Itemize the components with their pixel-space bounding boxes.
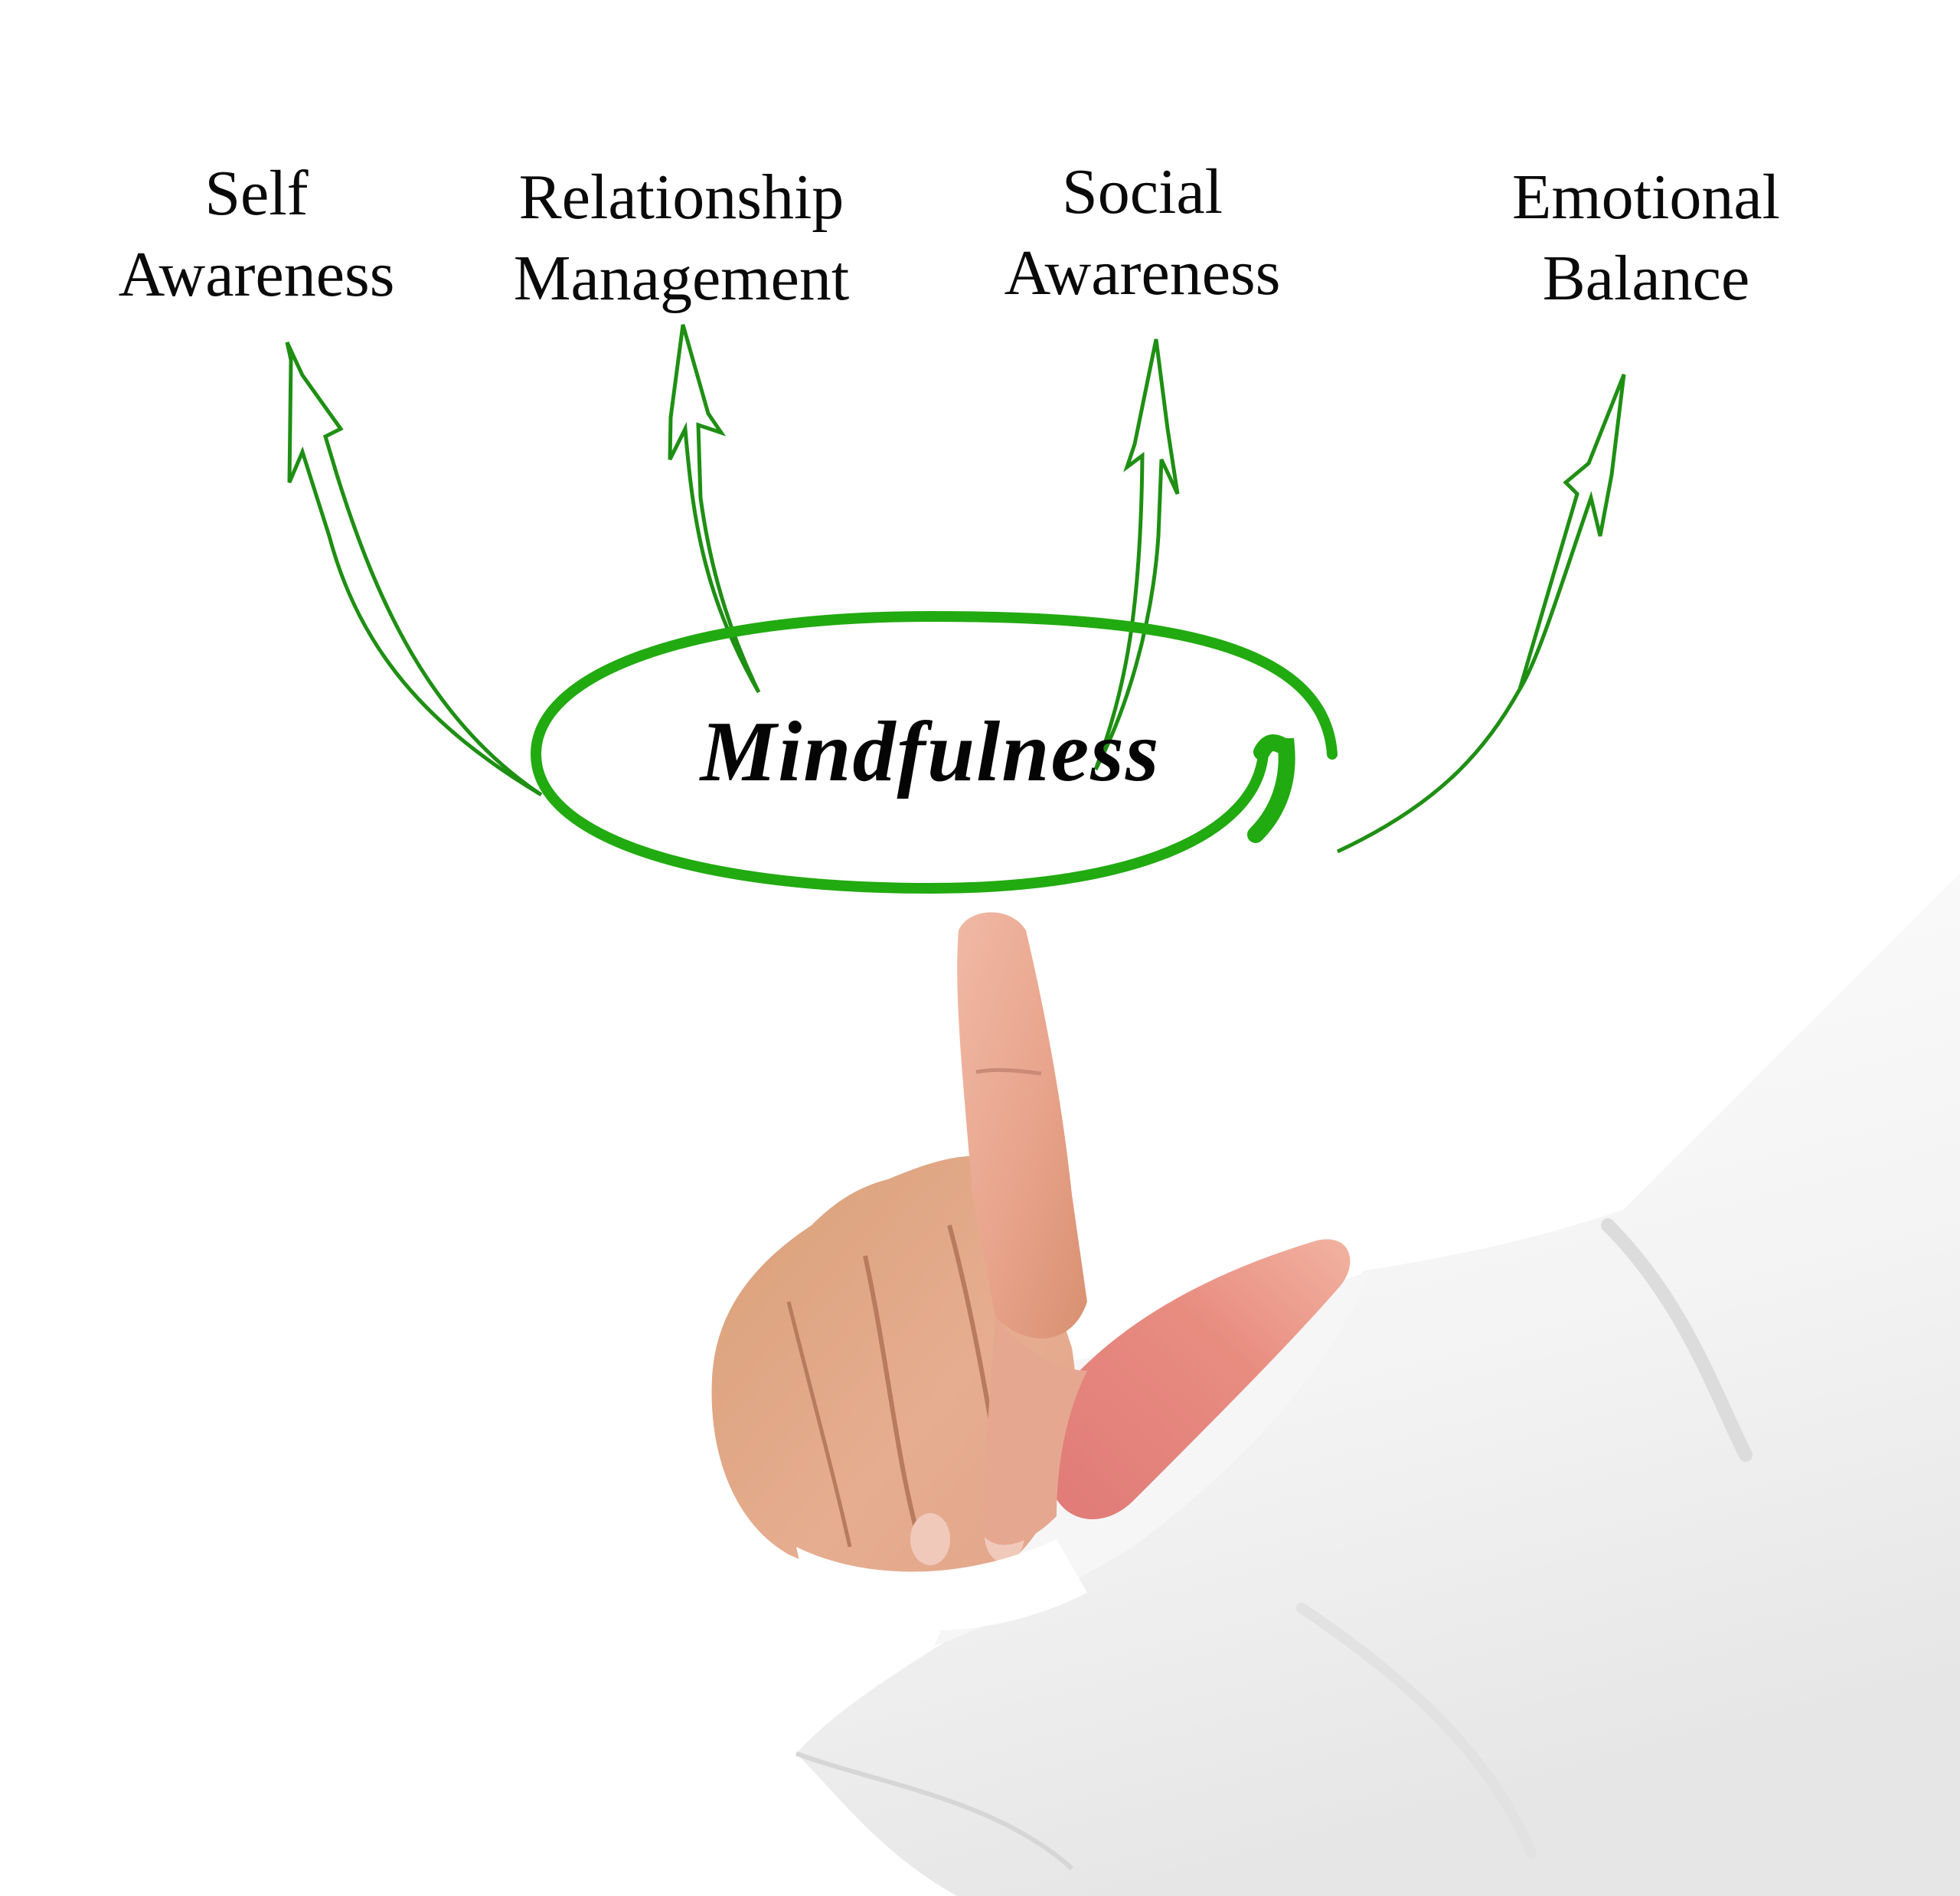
label-line: Awareness	[1004, 237, 1281, 309]
mindfulness-ellipse-icon	[530, 610, 1338, 894]
label-self-awareness: Self Awareness	[119, 153, 395, 315]
label-line: Self	[204, 158, 309, 229]
label-social-awareness: Social Awareness	[1004, 152, 1281, 314]
label-line: Balance	[1542, 243, 1750, 314]
label-line: Relationship	[518, 162, 844, 233]
arrow-social-awareness-icon	[1093, 338, 1180, 771]
label-line: Management	[513, 243, 850, 314]
center-label-mindfulness: Mindfulness	[700, 704, 1161, 799]
label-line: Social	[1062, 156, 1223, 227]
pointing-hand-photo	[711, 912, 1351, 1631]
label-line: Awareness	[118, 239, 395, 310]
arrow-relationship-management-icon	[668, 324, 761, 694]
arrow-self-awareness-icon	[285, 341, 543, 797]
arrow-emotional-balance-icon	[1336, 374, 1626, 854]
label-relationship-management: Relationship Management	[514, 157, 850, 319]
label-line: Emotional	[1512, 162, 1780, 233]
label-emotional-balance: Emotional Balance	[1512, 157, 1780, 319]
